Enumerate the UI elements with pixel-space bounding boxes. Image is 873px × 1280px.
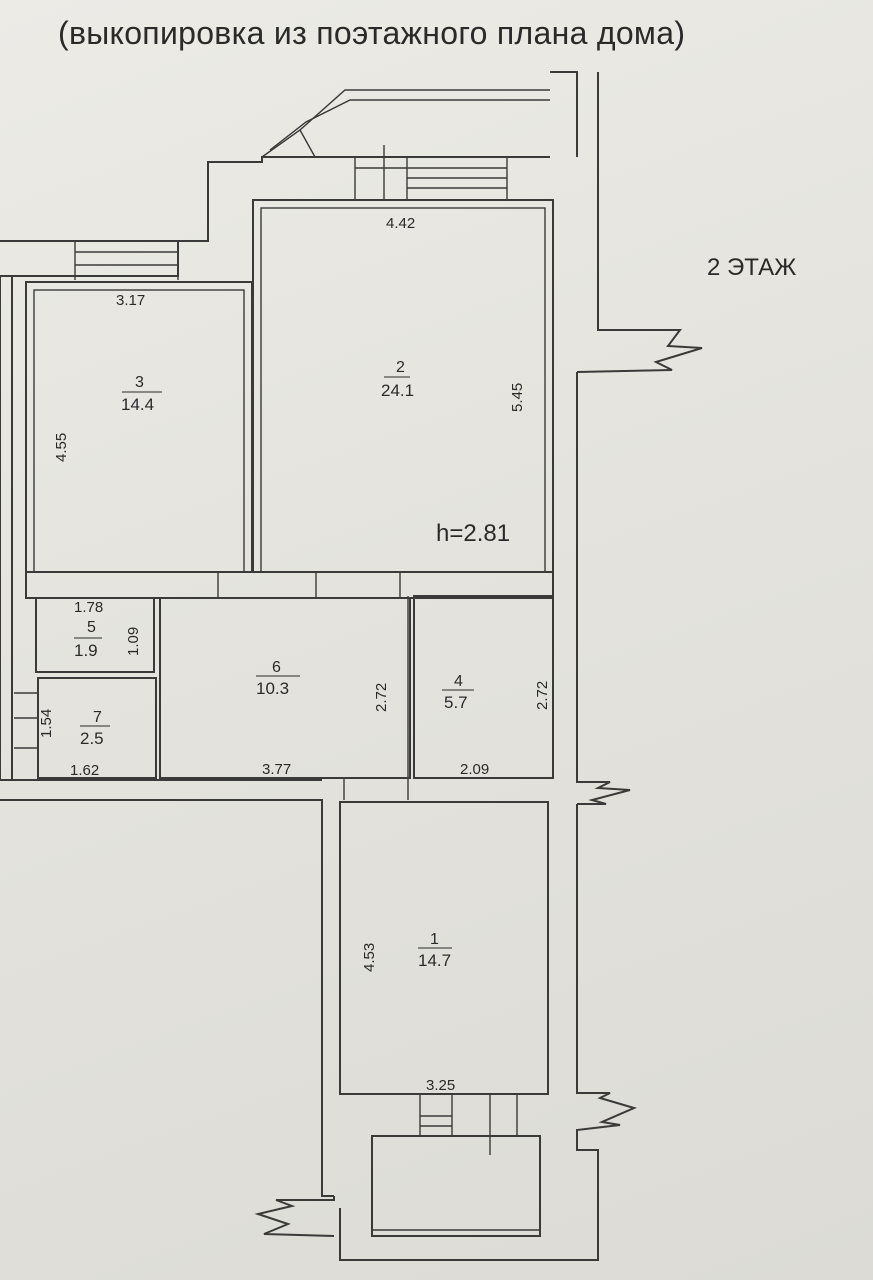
room-7-number: 7 bbox=[93, 709, 102, 726]
room-4-length: 2.09 bbox=[460, 761, 489, 778]
ceiling-height: h=2.81 bbox=[436, 520, 510, 547]
room-7-length: 1.62 bbox=[70, 762, 99, 779]
room-2-number: 2 bbox=[396, 359, 405, 376]
room-7-width: 1.54 bbox=[38, 709, 55, 738]
room-1-area: 14.7 bbox=[418, 951, 451, 970]
room-4-width: 2.72 bbox=[534, 681, 551, 710]
room-3-number: 3 bbox=[135, 374, 144, 391]
room-3-width: 4.55 bbox=[53, 433, 70, 462]
room-5-number: 5 bbox=[87, 619, 96, 636]
room-1-length: 3.25 bbox=[426, 1077, 455, 1094]
room-7-area: 2.5 bbox=[80, 729, 104, 748]
room-2-area: 24.1 bbox=[381, 381, 414, 400]
room-6-width: 2.72 bbox=[373, 683, 390, 712]
room-1-width: 4.53 bbox=[361, 943, 378, 972]
room-walls bbox=[14, 199, 554, 1237]
room-3-length: 3.17 bbox=[116, 292, 145, 309]
room-1-number: 1 bbox=[430, 931, 439, 948]
room-6-number: 6 bbox=[272, 659, 281, 676]
room-4-area: 5.7 bbox=[444, 693, 468, 712]
room-5-width: 1.09 bbox=[125, 627, 142, 656]
room-2-width: 5.45 bbox=[509, 383, 526, 412]
room-6-length: 3.77 bbox=[262, 761, 291, 778]
plan-title: (выкопировка из поэтажного плана дома) bbox=[58, 15, 685, 51]
room-5-length: 1.78 bbox=[74, 599, 103, 616]
room-4-number: 4 bbox=[454, 673, 463, 690]
balcony bbox=[74, 89, 550, 280]
outer-walls bbox=[0, 71, 703, 1261]
room-5-area: 1.9 bbox=[74, 641, 98, 660]
room-6-area: 10.3 bbox=[256, 679, 289, 698]
floor-label: 2 ЭТАЖ bbox=[707, 254, 796, 281]
room-2-length: 4.42 bbox=[386, 215, 415, 232]
room-3-area: 14.4 bbox=[121, 395, 154, 414]
